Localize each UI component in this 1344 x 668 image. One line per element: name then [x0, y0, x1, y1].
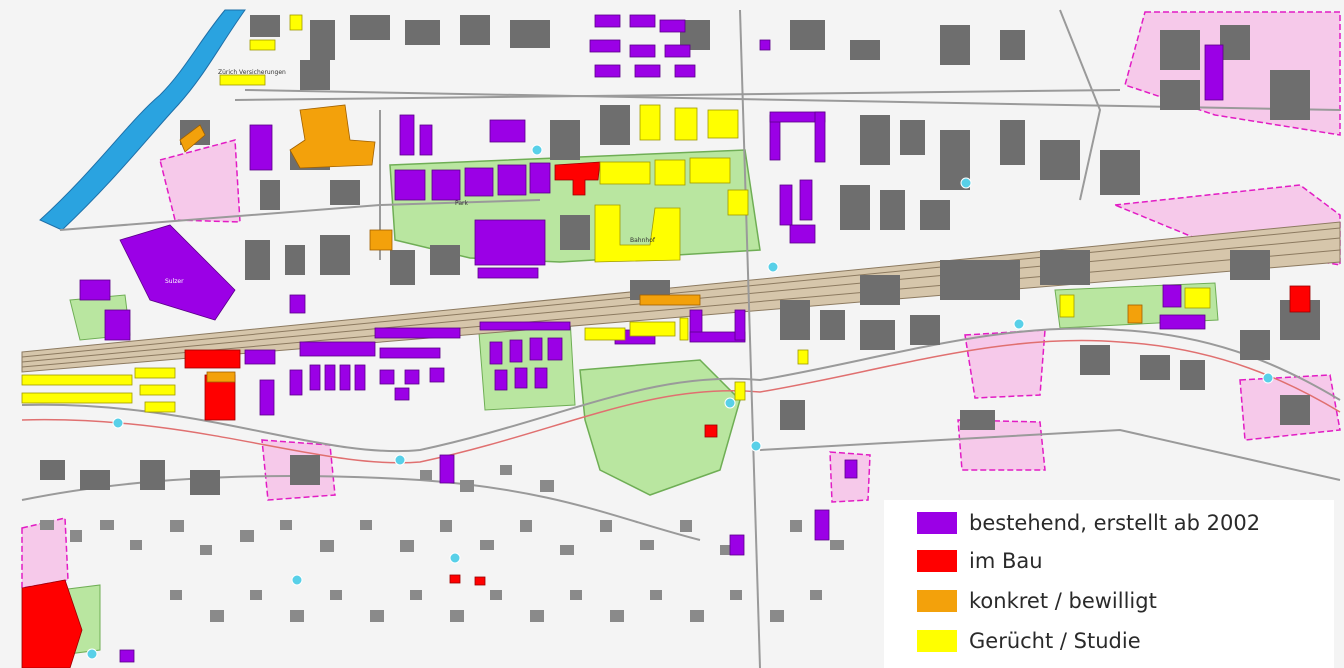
legend-item-study: Gerücht / Studie: [917, 624, 1141, 658]
railway-line: [21, 227, 1341, 358]
residential-parcels: [40, 465, 844, 622]
zone-southeast-2: [957, 419, 1046, 471]
legend-swatch-purple: [917, 512, 957, 534]
buildings-study: [21, 14, 1211, 413]
map-legend: bestehend, erstellt ab 2002 im Bau konkr…: [884, 500, 1334, 668]
buildings-approved: [179, 104, 1143, 383]
zone-southeast-1: [964, 329, 1046, 399]
legend-label-existing: bestehend, erstellt ab 2002: [969, 511, 1261, 535]
map-label-park: Park: [455, 200, 468, 207]
legend-item-under-construction: im Bau: [917, 544, 1043, 578]
legend-label-under-construction: im Bau: [969, 549, 1043, 573]
buildings-under-construction: [21, 161, 1311, 668]
map-label-station: Bahnhof: [630, 237, 656, 244]
legend-swatch-orange: [917, 590, 957, 612]
river: [39, 9, 246, 231]
legend-item-existing: bestehend, erstellt ab 2002: [917, 506, 1260, 540]
legend-swatch-red: [917, 550, 957, 572]
park-central-south: [579, 359, 741, 496]
railway-line: [21, 249, 1341, 368]
zone-west: [159, 139, 241, 223]
map-label-insurance: Zürich Versicherungen: [218, 69, 286, 76]
legend-label-approved: konkret / bewilligt: [969, 589, 1157, 613]
map-label-sulzer: Sulzer: [165, 278, 184, 285]
buildings-existing-since-2002: [79, 14, 1224, 663]
legend-swatch-yellow: [917, 630, 957, 652]
legend-item-approved: konkret / bewilligt: [917, 584, 1157, 618]
existing-buildings: [40, 15, 1320, 495]
bus-stops: [86, 144, 1274, 660]
legend-label-study: Gerücht / Studie: [969, 629, 1141, 653]
